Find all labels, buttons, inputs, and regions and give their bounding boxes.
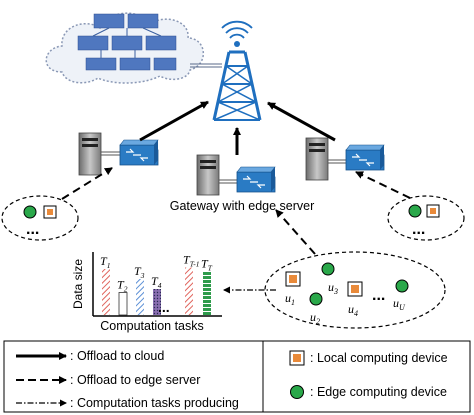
left-edge-offload-arrow	[61, 167, 113, 200]
antenna-tower-icon	[212, 20, 262, 121]
svg-text:uU: uU	[393, 296, 406, 312]
middle-server-link	[219, 179, 237, 184]
gateway-router-icon	[236, 166, 276, 193]
task-label: T2	[117, 278, 128, 294]
task-label: T3	[134, 264, 145, 280]
user-label: u	[348, 302, 354, 316]
user-label: u	[393, 296, 399, 310]
user-label: u	[285, 291, 291, 305]
legend-local-device-icon	[289, 350, 305, 366]
legend-task-producing: : Computation tasks producing	[70, 396, 239, 410]
left-device-group: ...	[1, 195, 79, 241]
task-label: T1	[100, 254, 110, 270]
gateway-router-icon	[345, 144, 385, 171]
user-sub: U	[399, 303, 406, 312]
task-bar	[102, 269, 110, 315]
user-label: u	[328, 280, 334, 294]
user-sub: 3	[333, 287, 338, 296]
legend: : Offload to cloud : Offload to edge ser…	[3, 340, 471, 413]
cloud-offload-arrows	[139, 100, 336, 155]
legend-cloud-offload: : Offload to cloud	[70, 349, 164, 363]
left-group-dots: ...	[26, 221, 39, 238]
users-edge-offload-arrow	[275, 209, 316, 255]
right-edge-offload-arrow	[355, 171, 411, 199]
task-label: T4	[151, 274, 162, 290]
task-label: TT	[201, 257, 213, 273]
chart-ylabel: Data size	[71, 259, 85, 309]
task-label: TT-1	[183, 253, 200, 269]
legend-edge-device-icon	[290, 385, 304, 399]
user-sub: 4	[354, 309, 358, 318]
cloud-tower-link	[190, 63, 222, 68]
gateway-label: Gateway with edge server	[170, 199, 315, 213]
task-bar	[118, 292, 128, 316]
svg-text:u3: u3	[328, 280, 338, 296]
edge-device-icon	[408, 204, 422, 218]
user-uU	[395, 279, 409, 293]
svg-text:u4: u4	[348, 302, 358, 318]
right-group-dots: ...	[412, 221, 425, 238]
legend-edge-offload: : Offload to edge server	[70, 373, 200, 387]
task-bar	[185, 267, 193, 315]
user-u4	[347, 281, 363, 297]
edge-device-icon	[23, 205, 37, 219]
cloud-server-icon	[45, 12, 205, 84]
right-device-group: ...	[387, 195, 465, 241]
chart-xlabel: Computation tasks	[100, 319, 204, 333]
server-tower-icon	[305, 137, 329, 181]
user-u3	[321, 262, 335, 276]
svg-text:u2: u2	[310, 310, 320, 326]
user-u1	[285, 271, 301, 287]
legend-local-device: : Local computing device	[310, 351, 448, 365]
legend-edge-device: : Edge computing device	[310, 385, 447, 399]
user-u2	[309, 292, 323, 306]
user-group: ... u1 u2 u3 u4 uU	[264, 251, 446, 329]
left-server-link	[101, 151, 120, 156]
svg-text:u1: u1	[285, 291, 295, 307]
legend-box	[3, 340, 471, 413]
server-tower-icon	[78, 132, 102, 176]
server-tower-icon	[196, 154, 220, 196]
task-bar	[136, 279, 144, 315]
task-bar	[153, 289, 161, 315]
right-server-link	[328, 159, 346, 164]
gateway-router-icon	[119, 139, 159, 166]
task-bar	[203, 271, 211, 315]
user-sub: 2	[316, 317, 320, 326]
chart-dots: ...	[158, 299, 170, 315]
user-label: u	[310, 310, 316, 324]
user-group-dots: ...	[372, 287, 385, 304]
user-sub: 1	[291, 298, 295, 307]
